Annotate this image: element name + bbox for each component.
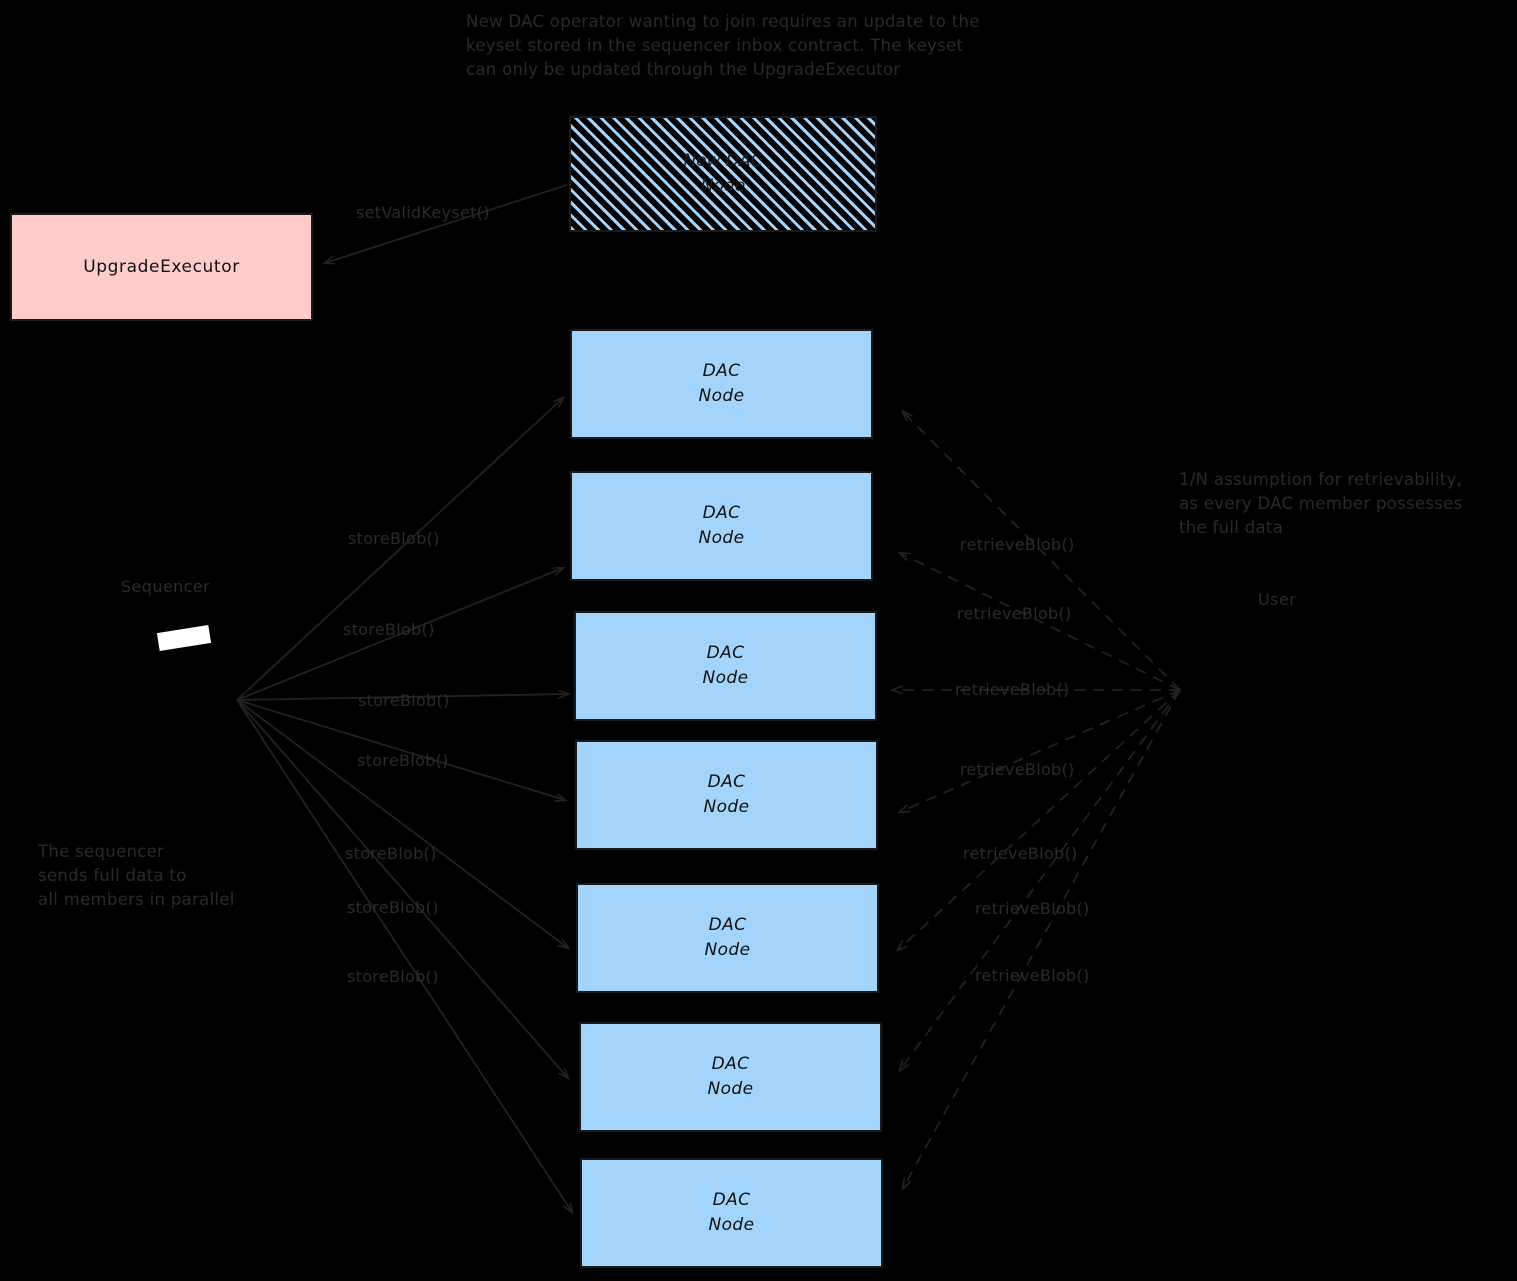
edge-label-store-blob-7: storeBlob() [347, 967, 439, 986]
dac-node-box-3[interactable]: DAC Node [574, 611, 877, 721]
edge-label-retrieve-blob-4: retrieveBlob() [960, 760, 1075, 779]
edge-label-retrieve-blob-1: retrieveBlob() [960, 535, 1075, 554]
user-label: User [1258, 590, 1297, 609]
edge-label-store-blob-1: storeBlob() [348, 529, 440, 548]
dac-node-box-5[interactable]: DAC Node [576, 883, 879, 993]
dac-node-box-1[interactable]: DAC Node [570, 329, 873, 439]
dac-node-box-4[interactable]: DAC Node [575, 740, 878, 850]
edge-label-retrieve-blob-6: retrieveBlob() [975, 899, 1090, 918]
edge-label-store-blob-5: storeBlob() [345, 844, 437, 863]
edge-label-store-blob-6: storeBlob() [347, 898, 439, 917]
edge-label-retrieve-blob-5: retrieveBlob() [963, 844, 1078, 863]
edge-label-set-valid-keyset: setValidKeyset() [356, 203, 490, 222]
edge-label-retrieve-blob-2: retrieveBlob() [957, 604, 1072, 623]
edge-label-store-blob-4: storeBlob() [357, 751, 449, 770]
edge-group-retrieve-blob [893, 412, 1181, 1188]
edge-group-store-blob [236, 398, 572, 1212]
edge-label-store-blob-2: storeBlob() [343, 620, 435, 639]
top-annotation-note: New DAC operator wanting to join require… [466, 12, 980, 79]
edge-label-retrieve-blob-7: retrieveBlob() [975, 966, 1090, 985]
dac-node-box-6[interactable]: DAC Node [579, 1022, 882, 1132]
dac-node-box-7[interactable]: DAC Node [580, 1158, 883, 1268]
upgrade-executor-box[interactable]: UpgradeExecutor [10, 213, 313, 321]
edge-label-store-blob-3: storeBlob() [358, 691, 450, 710]
dac-node-box-2[interactable]: DAC Node [570, 471, 873, 581]
sequencer-label: Sequencer [121, 577, 211, 596]
sequencer-icon[interactable] [156, 625, 212, 651]
new-dac-node-box[interactable]: New DAC Node [569, 116, 877, 232]
edge-label-retrieve-blob-3: retrieveBlob() [955, 680, 1070, 699]
retrievability-annotation-note: 1/N assumption for retrievability, as ev… [1179, 470, 1463, 537]
sequencer-annotation-note: The sequencer sends full data to all mem… [38, 842, 235, 909]
edge-set-valid-keyset [325, 184, 568, 263]
